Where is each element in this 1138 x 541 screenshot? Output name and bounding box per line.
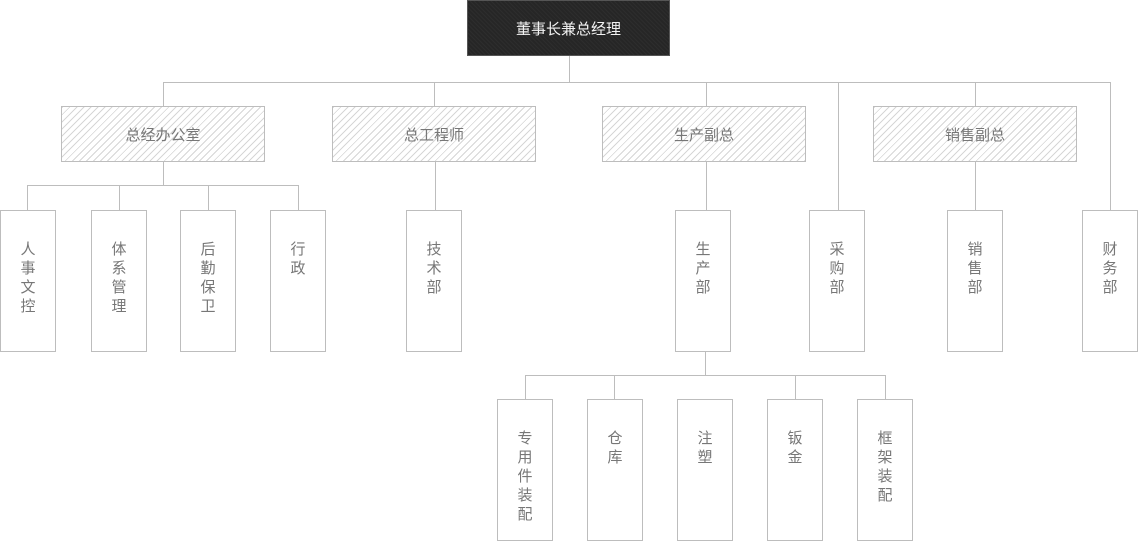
node-finance-dept[interactable]: 财务部: [1082, 210, 1138, 352]
node-frame-assembly[interactable]: 框架装配: [857, 399, 913, 541]
node-label: 体系管理: [109, 241, 128, 317]
connector: [885, 375, 886, 399]
connector: [706, 82, 707, 106]
node-sales-dept[interactable]: 销售部: [947, 210, 1003, 352]
connector: [163, 82, 1110, 83]
node-administration[interactable]: 行政: [270, 210, 326, 352]
connector: [163, 82, 164, 106]
node-sheet-metal[interactable]: 钣金: [767, 399, 823, 541]
node-label: 采购部: [827, 241, 846, 298]
connector: [208, 185, 209, 210]
connector: [975, 82, 976, 106]
node-label: 人事文控: [18, 241, 37, 317]
connector: [569, 55, 570, 82]
node-label: 仓库: [605, 430, 624, 468]
node-label: 总经办公室: [125, 125, 201, 144]
connector: [795, 375, 796, 399]
node-sales-vp[interactable]: 销售副总: [873, 106, 1077, 162]
connector: [525, 375, 886, 376]
connector: [525, 375, 526, 399]
node-label: 董事长兼总经理: [515, 19, 621, 38]
connector: [838, 82, 839, 210]
node-label: 注塑: [695, 430, 714, 468]
node-label: 框架装配: [875, 430, 894, 506]
node-production-dept[interactable]: 生产部: [675, 210, 731, 352]
node-chief-engineer[interactable]: 总工程师: [332, 106, 536, 162]
connector: [298, 185, 299, 210]
node-logistics-security[interactable]: 后勤保卫: [180, 210, 236, 352]
node-label: 技术部: [424, 241, 443, 298]
node-chairman-gm[interactable]: 董事长兼总经理: [467, 0, 670, 56]
node-gm-office[interactable]: 总经办公室: [61, 106, 265, 162]
connector: [706, 161, 707, 210]
node-label: 专用件装配: [515, 430, 534, 525]
node-label: 生产副总: [673, 125, 734, 144]
node-system-mgmt[interactable]: 体系管理: [91, 210, 147, 352]
node-purchasing-dept[interactable]: 采购部: [809, 210, 865, 352]
node-warehouse[interactable]: 仓库: [587, 399, 643, 541]
node-hr-docs[interactable]: 人事文控: [0, 210, 56, 352]
connector: [27, 185, 28, 210]
node-label: 财务部: [1100, 241, 1119, 298]
connector: [434, 82, 435, 106]
connector: [27, 185, 299, 186]
node-label: 后勤保卫: [198, 241, 217, 317]
node-label: 行政: [288, 241, 307, 279]
connector: [705, 351, 706, 375]
node-label: 总工程师: [403, 125, 464, 144]
connector: [435, 161, 436, 210]
node-label: 销售部: [965, 241, 984, 298]
connector: [119, 185, 120, 210]
node-label: 销售副总: [944, 125, 1005, 144]
connector: [163, 161, 164, 185]
connector: [975, 161, 976, 210]
connector: [614, 375, 615, 399]
connector: [1110, 82, 1111, 210]
node-production-vp[interactable]: 生产副总: [602, 106, 806, 162]
node-label: 生产部: [693, 241, 712, 298]
node-label: 钣金: [785, 430, 804, 468]
node-tech-dept[interactable]: 技术部: [406, 210, 462, 352]
node-special-assembly[interactable]: 专用件装配: [497, 399, 553, 541]
node-injection-molding[interactable]: 注塑: [677, 399, 733, 541]
